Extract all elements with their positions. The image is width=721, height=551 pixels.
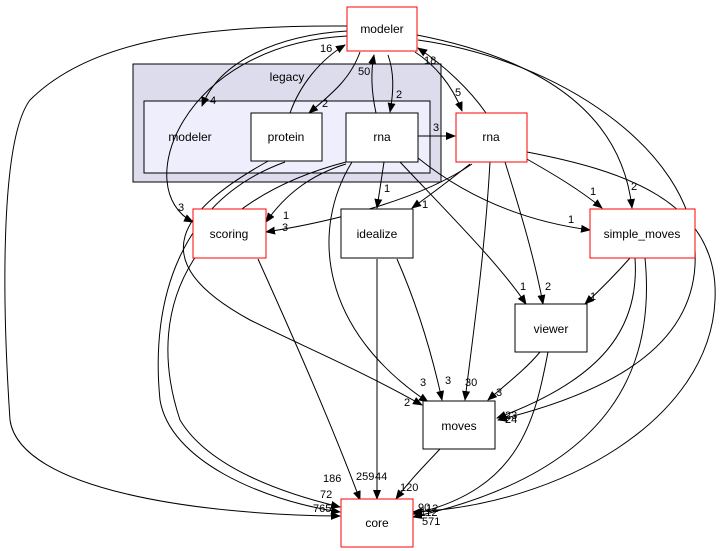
node-label-idealize: idealize bbox=[357, 227, 398, 241]
edge-label-simple-moves-to-core: 112 bbox=[420, 507, 438, 519]
edge-modeler-to-legacy bbox=[201, 30, 348, 107]
edge-label-legacy-rna-to-viewer: 1 bbox=[520, 281, 526, 293]
edge-label-legacy-rna-to-moves: 3 bbox=[420, 377, 426, 389]
edge-label-protein-to-modeler: 16 bbox=[320, 43, 332, 55]
node-label-moves: moves bbox=[441, 419, 476, 433]
edge-label-legacy-rna-to-core: 259 bbox=[356, 471, 374, 483]
edge-scoring-to-core bbox=[257, 258, 361, 501]
edge-label-core-b: 571 bbox=[422, 516, 440, 528]
edge-label-viewer-to-core: 12 bbox=[426, 503, 438, 515]
edge-label-rna-to-simple-moves: 1 bbox=[590, 186, 596, 198]
edge-rna-to-idealize bbox=[411, 163, 471, 209]
edge-modeler-to-legacy-rna bbox=[387, 54, 396, 113]
node-simple-moves[interactable]: simple_moves bbox=[589, 208, 696, 259]
edge-legacy-rna-to-scoring bbox=[265, 163, 347, 223]
edge-rna-to-viewer bbox=[504, 161, 546, 305]
edge-moves-to-core bbox=[395, 448, 441, 500]
edge-label-scoring-a: 3 bbox=[178, 202, 184, 214]
edge-label-modeler-to-legacy-rna: 2 bbox=[396, 89, 402, 101]
node-label-simple-moves: simple_moves bbox=[604, 227, 681, 241]
edge-legacy-rna-to-idealize bbox=[374, 161, 385, 209]
edge-label-idealize-to-moves: 3 bbox=[445, 375, 451, 387]
edge-idealize-to-moves bbox=[396, 258, 444, 401]
edge-label-moves-to-core: 120 bbox=[400, 482, 418, 494]
edge-legacy-rna-to-simple-moves bbox=[417, 157, 591, 233]
edge-label-scoring-c: 3 bbox=[282, 222, 288, 234]
legacy-cluster-label: legacy bbox=[270, 70, 305, 84]
node-label-core: core bbox=[365, 516, 389, 530]
edge-label-modeler-to-protein: 2 bbox=[322, 98, 328, 110]
edge-modeler-to-rna bbox=[414, 51, 463, 112]
edge-label-modeler-to-core: 765 bbox=[313, 503, 331, 515]
edge-simple-moves-to-moves bbox=[496, 257, 636, 419]
edge-labels: 4 16 2 50 2 18 5 3 3 1 3 1 1 1 2 1 1 2 1… bbox=[178, 43, 637, 528]
node-idealize[interactable]: idealize bbox=[340, 208, 414, 259]
edge-legacy-rna-to-moves bbox=[328, 161, 429, 403]
edge-label-modeler-to-moves: 24 bbox=[505, 414, 517, 426]
edge-label-protein-to-core: 72 bbox=[320, 489, 332, 501]
edge-rna-to-core bbox=[412, 151, 716, 516]
node-legacy-rna[interactable]: rna bbox=[345, 112, 419, 163]
node-viewer[interactable]: viewer bbox=[514, 303, 588, 353]
edge-label-rna-to-idealize: 1 bbox=[422, 199, 428, 211]
node-core[interactable]: core bbox=[340, 498, 414, 548]
node-label-modeler: modeler bbox=[360, 22, 403, 36]
edge-modeler-to-simple-moves bbox=[416, 34, 635, 209]
edge-rna-to-simple-moves bbox=[524, 157, 603, 209]
node-label-scoring: scoring bbox=[210, 227, 249, 241]
edge-rna-to-scoring bbox=[265, 163, 473, 235]
node-label-rna: rna bbox=[482, 130, 500, 144]
edge-label-legacy-rna-to-modeler: 50 bbox=[358, 66, 370, 78]
node-label-legacy-modeler: modeler bbox=[168, 130, 211, 144]
edge-label-protein-to-moves: 2 bbox=[404, 397, 410, 409]
edge-label-legacy-rna-to-simple-moves: 1 bbox=[568, 214, 574, 226]
node-modeler[interactable]: modeler bbox=[346, 6, 418, 52]
edge-label-rna-to-moves: 30 bbox=[465, 377, 477, 389]
edge-label-viewer-to-moves: 3 bbox=[496, 387, 502, 399]
edge-protein-to-modeler bbox=[289, 44, 346, 114]
node-moves[interactable]: moves bbox=[422, 400, 496, 450]
edge-modeler-to-protein bbox=[308, 51, 361, 114]
edge-label-idealize-to-core: 44 bbox=[375, 471, 387, 483]
edge-rna-to-modeler bbox=[417, 47, 487, 114]
edge-modeler-to-core bbox=[4, 25, 348, 520]
edge-label-legacy-rna-to-rna: 3 bbox=[433, 122, 439, 134]
edge-label-modeler-to-rna: 5 bbox=[455, 87, 461, 99]
node-scoring[interactable]: scoring bbox=[192, 208, 267, 259]
edge-label-simple-moves-to-viewer: 1 bbox=[590, 291, 596, 303]
edge-rna-to-moves bbox=[462, 161, 491, 401]
edge-legacy-rna-to-core bbox=[167, 161, 347, 509]
edge-viewer-to-moves bbox=[487, 351, 541, 401]
edge-label-modeler-to-legacy: 4 bbox=[210, 95, 216, 107]
edge-legacy-rna-to-modeler bbox=[368, 54, 377, 114]
edge-label-scoring-to-core: 186 bbox=[323, 473, 341, 485]
edge-label-modeler-to-simple-moves: 2 bbox=[631, 181, 637, 193]
edge-label-simple-moves-to-moves: 23 bbox=[505, 410, 517, 422]
edge-legacy-rna-to-viewer bbox=[399, 161, 527, 305]
edge-protein-to-moves bbox=[182, 159, 423, 406]
edge-viewer-to-core bbox=[412, 351, 549, 516]
edge-label-rna-to-core: 90 bbox=[418, 502, 430, 514]
node-label-legacy-rna: rna bbox=[373, 130, 391, 144]
edge-modeler-to-scoring bbox=[166, 35, 348, 223]
node-label-viewer: viewer bbox=[534, 322, 569, 336]
edge-label-legacy-rna-to-idealize: 1 bbox=[384, 183, 390, 195]
edge-label-rna-to-modeler: 18 bbox=[424, 55, 436, 67]
node-legacy-modeler[interactable]: modeler bbox=[168, 130, 211, 144]
edge-label-scoring-b: 1 bbox=[283, 210, 289, 222]
edge-simple-moves-to-core bbox=[412, 257, 648, 519]
edge-simple-moves-to-viewer bbox=[584, 257, 631, 305]
node-protein[interactable]: protein bbox=[250, 112, 323, 162]
node-rna[interactable]: rna bbox=[455, 112, 528, 163]
node-label-protein: protein bbox=[268, 130, 305, 144]
edge-label-rna-to-viewer: 2 bbox=[545, 281, 551, 293]
